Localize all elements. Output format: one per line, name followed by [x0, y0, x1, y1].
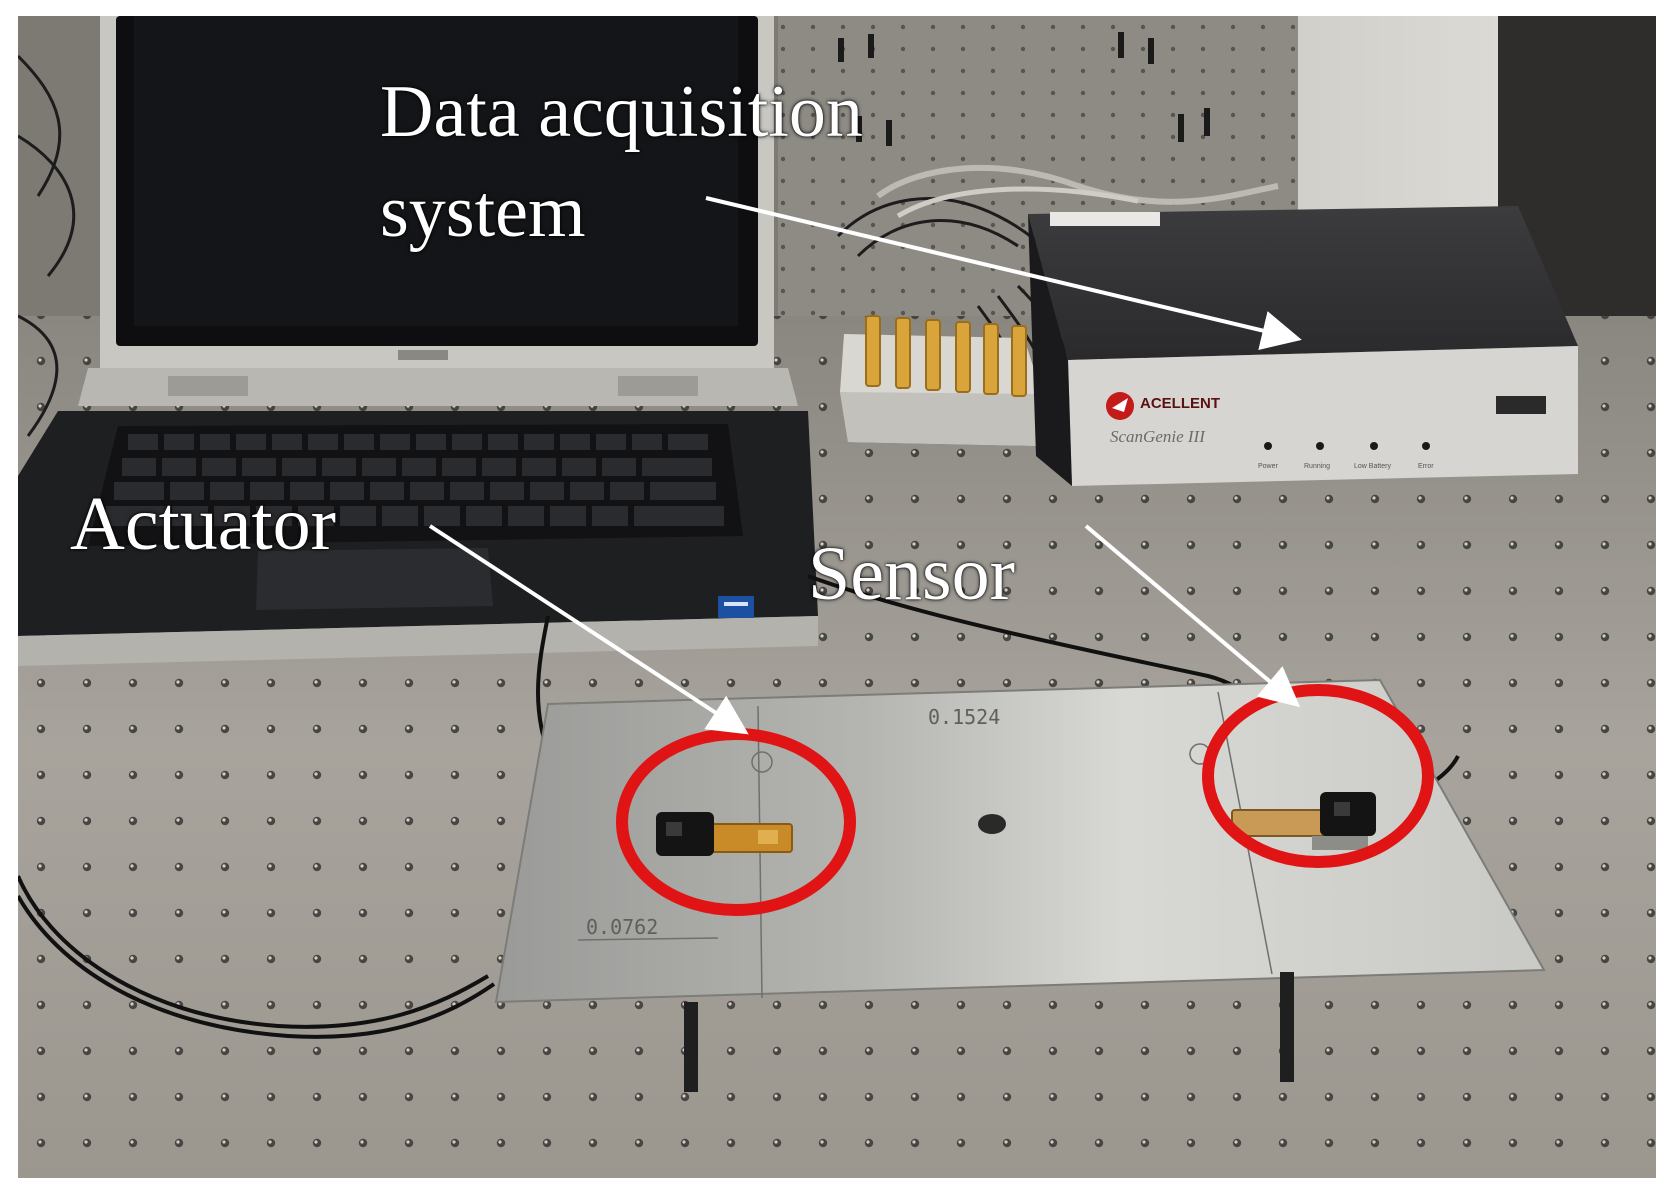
actuator-arrow: [428, 524, 749, 735]
sensor-arrow: [1084, 524, 1301, 708]
daq-arrow: [705, 196, 1302, 351]
table-posts: [838, 32, 1210, 146]
dell-logo-icon: [398, 350, 448, 360]
lab-setup-photo: ACELLENT ScanGenie III Power Running Low…: [18, 16, 1656, 1178]
daq-model: ScanGenie III: [1110, 427, 1206, 446]
laptop: [18, 16, 818, 666]
svg-text:Power: Power: [1258, 463, 1279, 470]
plate-bottom-dimension: 0.0762: [586, 915, 658, 939]
actuator-label: Actuator: [70, 482, 336, 566]
touchpad: [256, 548, 493, 610]
intel-sticker-icon: [718, 596, 754, 618]
daq-brand: ACELLENT: [1140, 395, 1220, 412]
svg-text:Running: Running: [1304, 463, 1330, 470]
daq-label: Data acquisition system: [380, 62, 863, 262]
daq-label-line2: system: [380, 171, 586, 253]
daq-unit: ACELLENT ScanGenie III Power Running Low…: [1028, 206, 1578, 486]
daq-label-line1: Data acquisition: [380, 71, 863, 153]
svg-text:Error: Error: [1418, 463, 1434, 470]
plate-top-dimension: 0.1524: [928, 705, 1000, 729]
daq-display: [1496, 396, 1546, 414]
keyboard: [88, 424, 743, 546]
daq-indicators: Power Running Low Battery Error: [1258, 442, 1434, 470]
plate-hole: [978, 814, 1006, 834]
sensor-label: Sensor: [808, 532, 1015, 616]
svg-text:Low Battery: Low Battery: [1354, 463, 1391, 470]
sensor-highlight-circle: [1202, 684, 1434, 868]
connector-box: [840, 315, 1044, 446]
actuator-transducer: [656, 812, 793, 856]
